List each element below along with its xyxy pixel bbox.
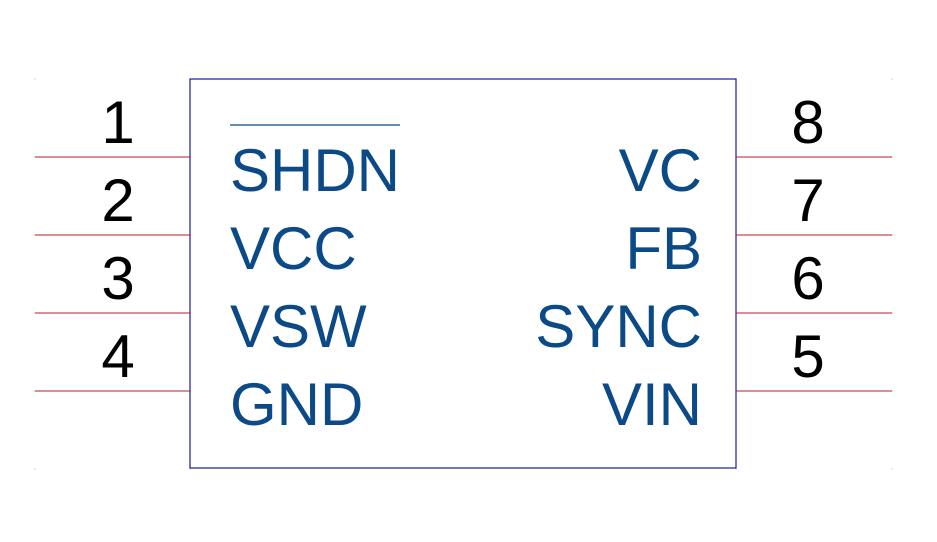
pin-3-name: VSW	[230, 293, 367, 360]
ic-body[interactable]	[189, 78, 737, 469]
pin-8-name: VC	[619, 137, 702, 204]
pin-6-name: SYNC	[535, 293, 702, 360]
pin-8-number: 8	[791, 89, 824, 156]
pin-7-number: 7	[791, 167, 824, 234]
pin-5-name: VIN	[602, 371, 702, 438]
pin-2-name: VCC	[230, 215, 357, 282]
grid-dot	[34, 468, 36, 470]
grid-dot	[34, 78, 36, 80]
grid-dot	[891, 78, 893, 80]
pin-2-number: 2	[101, 167, 134, 234]
pin-3-number: 3	[101, 245, 134, 312]
pin-5-number: 5	[791, 323, 824, 390]
pin-4-number: 4	[101, 323, 134, 390]
grid-dots	[34, 78, 893, 470]
pin-1-name: SHDN	[230, 137, 400, 204]
pin-6-number: 6	[791, 245, 824, 312]
pin-1-number: 1	[101, 89, 134, 156]
grid-dot	[891, 468, 893, 470]
pin-4-name: GND	[230, 371, 363, 438]
pin-7-name: FB	[625, 215, 702, 282]
